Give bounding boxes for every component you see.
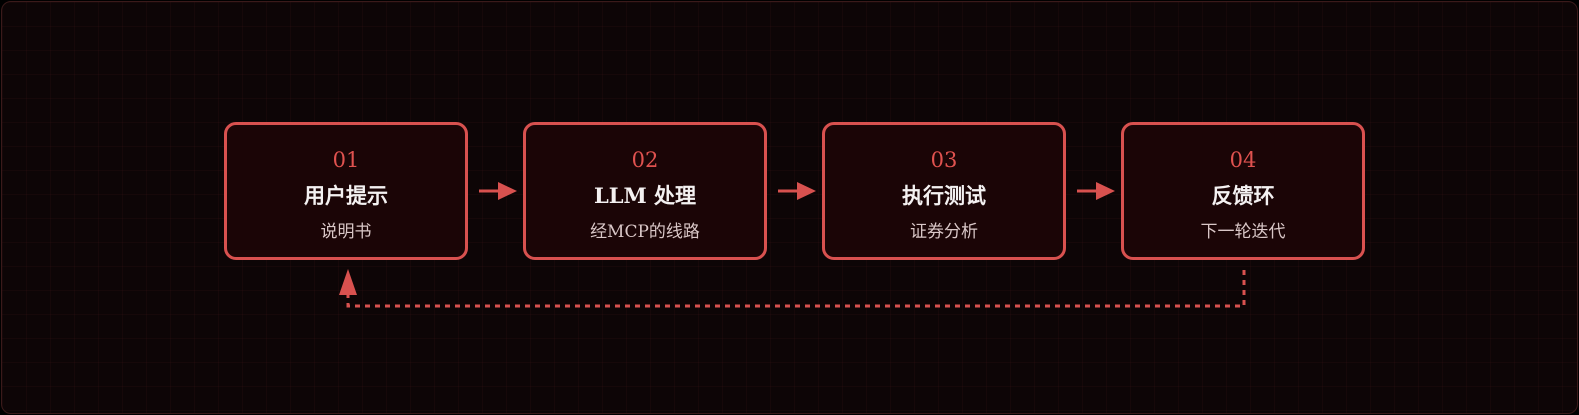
arrow-right-icon — [1077, 182, 1115, 200]
step-subtitle: 经MCP的线路 — [590, 222, 700, 242]
step-title: 执行测试 — [902, 183, 986, 208]
step-number: 04 — [1229, 148, 1257, 172]
arrow-up-icon — [339, 269, 357, 295]
feedback-loop-arrow — [339, 269, 1246, 308]
step-subtitle: 说明书 — [320, 222, 372, 242]
step-subtitle: 下一轮迭代 — [1200, 222, 1286, 242]
arrow-right-icon — [778, 182, 816, 200]
step-title: 用户提示 — [304, 183, 388, 208]
step-box-execute-test: 03 执行测试 证券分析 — [822, 122, 1066, 260]
step-number: 02 — [631, 148, 659, 172]
step-box-feedback-loop: 04 反馈环 下一轮迭代 — [1121, 122, 1365, 260]
step-title: 反馈环 — [1211, 183, 1275, 208]
step-subtitle: 证券分析 — [910, 222, 978, 242]
step-number: 03 — [930, 148, 958, 172]
arrow-right-icon — [479, 182, 517, 200]
step-box-llm-processing: 02 LLM 处理 经MCP的线路 — [523, 122, 767, 260]
step-box-user-prompt: 01 用户提示 说明书 — [224, 122, 468, 260]
step-number: 01 — [332, 148, 360, 172]
step-title: LLM 处理 — [593, 183, 697, 208]
